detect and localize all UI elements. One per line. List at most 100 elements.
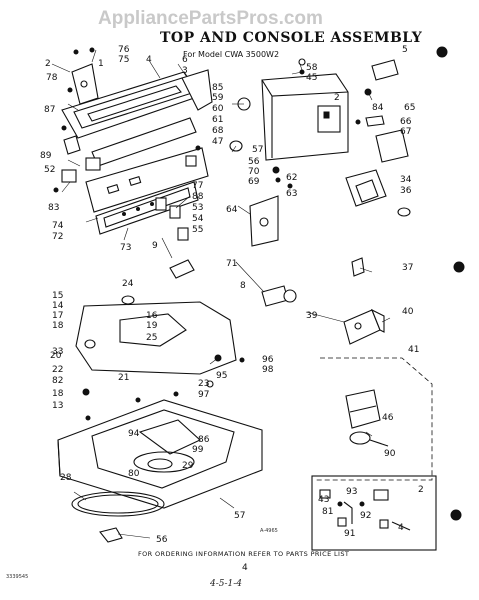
callout-label: 58 [306,63,318,73]
callout-label: 52 [44,165,55,175]
callout-label: 20 [50,351,62,361]
console-assembly [53,47,213,241]
callout-label: 15 [52,291,63,301]
handwritten-note: 4-5-1-4 [209,579,242,589]
callout-label: 4 [398,523,404,533]
washer-top-panel [57,391,263,543]
callout-label: 2 [418,485,424,495]
callout-label: 74 [52,221,64,231]
water-valve-assembly [316,357,433,481]
callout-label: 8 [240,281,246,291]
callout-label: 97 [198,390,209,400]
callout-label: 62 [286,173,297,183]
callout-label: 47 [212,137,223,147]
callout-label: 93 [346,487,357,497]
callout-label: 64 [226,205,238,215]
callout-label: 14 [52,301,64,311]
callout-label: 86 [198,435,210,445]
figure-code: A-4965 [260,528,278,534]
callout-label: 56 [156,535,168,545]
callout-label: 28 [60,473,72,483]
callout-label: 55 [192,225,203,235]
callout-label: 66 [400,117,412,127]
callout-label: 61 [212,115,223,125]
callout-label: 21 [118,373,129,383]
callout-label: 4 [146,55,152,65]
callout-label: 29 [182,461,194,471]
callout-label: 13 [52,401,63,411]
watermark-text: AppliancePartsPros.com [98,8,323,29]
callout-label: 39 [306,311,318,321]
corner-code: 3339545 [6,574,28,580]
callout-label: 16 [146,311,158,321]
callout-label: 95 [216,371,227,381]
callout-label: 9 [152,241,158,251]
callout-label: 68 [212,126,224,136]
callout-label: 45 [306,73,317,83]
callout-label: 3 [182,66,188,76]
callout-label: 80 [128,469,140,479]
callout-label: 57 [252,145,263,155]
callout-label: 57 [234,511,245,521]
callout-label: 77 [192,181,203,191]
callout-label: 92 [360,511,371,521]
callout-label: 71 [226,259,237,269]
callout-label: 63 [286,189,297,199]
callout-label: 5 [402,45,408,55]
binder-hole-mark [436,46,448,58]
callout-label: 23 [198,379,209,389]
diagram-title: TOP AND CONSOLE ASSEMBLY [160,30,423,46]
callout-label: 41 [408,345,419,355]
binder-hole-mark [453,261,465,273]
callout-label: 72 [52,232,63,242]
page-number: 4 [242,563,248,573]
callout-label: 87 [44,105,55,115]
callout-label: 40 [402,307,414,317]
callout-label: 19 [146,321,158,331]
callout-label: 98 [262,365,274,375]
callout-label: 90 [384,449,396,459]
callout-label: 2 [334,93,340,103]
callout-label: 17 [52,311,63,321]
callout-label: 54 [192,214,204,224]
callout-label: 73 [120,243,131,253]
callout-label: 60 [212,104,224,114]
callout-label: 99 [192,445,204,455]
callout-label: 81 [322,507,333,517]
callout-leaders [51,49,391,539]
callout-label: 94 [128,429,140,439]
callout-label: 75 [118,55,129,65]
callout-label: 56 [248,157,260,167]
callout-label: 37 [402,263,413,273]
callout-label: 34 [400,175,412,185]
callout-label: 96 [262,355,274,365]
callout-label: 76 [118,45,130,55]
callout-label: 91 [344,529,355,539]
ordering-footer: FOR ORDERING INFORMATION REFER TO PARTS … [138,550,349,558]
callout-label: 18 [52,321,64,331]
callout-label: 6 [182,55,188,65]
callout-label: 69 [248,177,260,187]
callout-label: 2 [45,59,51,69]
callout-label: 65 [404,103,415,113]
hardware-inset [311,475,437,551]
callout-label: 84 [372,103,384,113]
callout-label: 88 [192,192,204,202]
lid-hinge-assembly [75,259,245,396]
callout-label: 33 [52,347,63,357]
callout-label: 36 [400,186,412,196]
callout-label: 22 [52,365,63,375]
callout-label: 78 [46,73,58,83]
callout-label: 82 [52,376,63,386]
callout-label: 46 [382,413,394,423]
callout-label: 24 [122,279,134,289]
switch-components [343,59,411,345]
callout-label: 18 [52,389,64,399]
callout-label: 25 [146,333,157,343]
callout-label: 53 [192,203,203,213]
binder-hole-mark [450,509,462,521]
callout-label: 85 [212,83,223,93]
callout-label: 59 [212,93,224,103]
diagram-subtitle: For Model CWA 3500W2 [183,50,279,59]
callout-labels: 2 76 75 78 1 4 6 3 85 87 89 52 83 74 72 … [40,45,424,545]
